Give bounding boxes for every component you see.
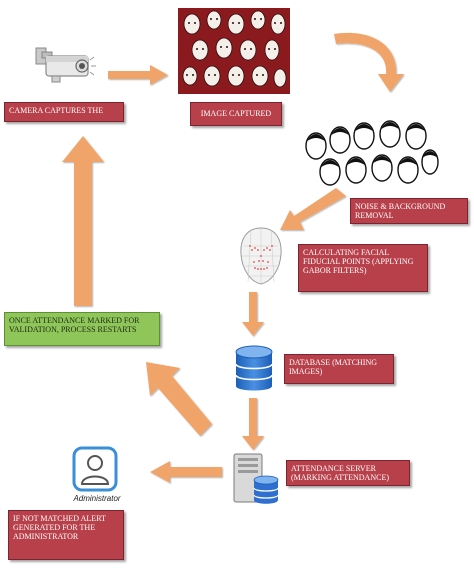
face-mesh-icon (240, 227, 282, 285)
server-icon (233, 453, 279, 504)
arrow-server-to-admin (150, 461, 222, 483)
arrow-database-to-server (242, 398, 264, 450)
administrator-icon (72, 446, 118, 492)
arrow-image-to-noise (334, 32, 404, 92)
security-camera-icon (35, 47, 96, 83)
step-noise-removal-label: NOISE & BACKGROUND REMOVAL (350, 198, 468, 224)
crowd-sketch-icon (305, 120, 439, 186)
arrow-noise-to-fiducial (280, 188, 346, 230)
step-attendance-server-label: ATTENDANCE SERVER (MARKING ATTENDANCE) (286, 460, 410, 486)
arrow-fiducial-to-database (242, 292, 264, 336)
arrow-database-to-restart (146, 362, 212, 436)
step-camera-label: CAMERA CAPTURES THE (4, 102, 124, 122)
step-image-captured-label: IMAGE CAPTURED (190, 102, 282, 126)
arrow-restart-to-camera (62, 136, 104, 306)
step-once-marked-label: ONCE ATTENDANCE MARKED FOR VALIDATION, P… (4, 312, 160, 346)
crowd-photo-icon (178, 8, 290, 94)
step-not-matched-label: IF NOT MATCHED ALERT GENERATED FOR THE A… (8, 510, 124, 560)
admin-caption: Administrator (73, 494, 121, 503)
step-database-label: DATABASE (MATCHING IMAGES) (284, 354, 394, 384)
step-fiducial-label: CALCULATING FACIAL FIDUCIAL POINTS (APPL… (298, 244, 428, 292)
arrow-camera-to-image (108, 65, 168, 85)
database-icon (235, 345, 273, 391)
